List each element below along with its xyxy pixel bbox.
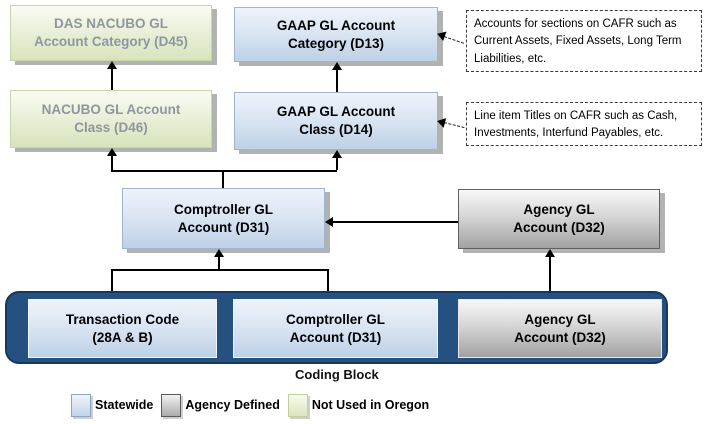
agency-defined-swatch-icon [161, 394, 182, 417]
node-nacubo-class: NACUBO GL Account Class (D46) [10, 90, 212, 148]
legend-item-statewide: Statewide [71, 394, 153, 417]
node-transaction-code: Transaction Code (28A & B) [28, 299, 217, 358]
node-gaap-category: GAAP GL Account Category (D13) [234, 7, 438, 62]
node-agency-account: Agency GL Account (D32) [458, 189, 660, 249]
node-das-nacubo-category: DAS NACUBO GL Account Category (D45) [10, 5, 212, 61]
node-coding-agency-account: Agency GL Account (D32) [458, 299, 662, 358]
statewide-swatch-icon [71, 394, 91, 417]
legend-item-not-used: Not Used in Oregon [287, 394, 430, 417]
legend-label: Statewide [95, 398, 154, 412]
legend-item-agency-defined: Agency Defined [161, 394, 280, 417]
node-coding-comptroller-account: Comptroller GL Account (D31) [233, 299, 438, 358]
legend-label: Not Used in Oregon [311, 398, 430, 412]
legend: Statewide Agency Defined Not Used in Ore… [71, 394, 429, 417]
annotation-cafr-sections: Accounts for sections on CAFR such as Cu… [466, 10, 702, 72]
coding-block-caption: Coding Block [295, 367, 379, 382]
annotation-cafr-line-items: Line item Titles on CAFR such as Cash, I… [466, 102, 702, 146]
not-used-swatch-icon [287, 394, 308, 417]
node-comptroller-account: Comptroller GL Account (D31) [122, 188, 325, 249]
node-gaap-class: GAAP GL Account Class (D14) [234, 92, 438, 150]
legend-label: Agency Defined [185, 398, 280, 412]
